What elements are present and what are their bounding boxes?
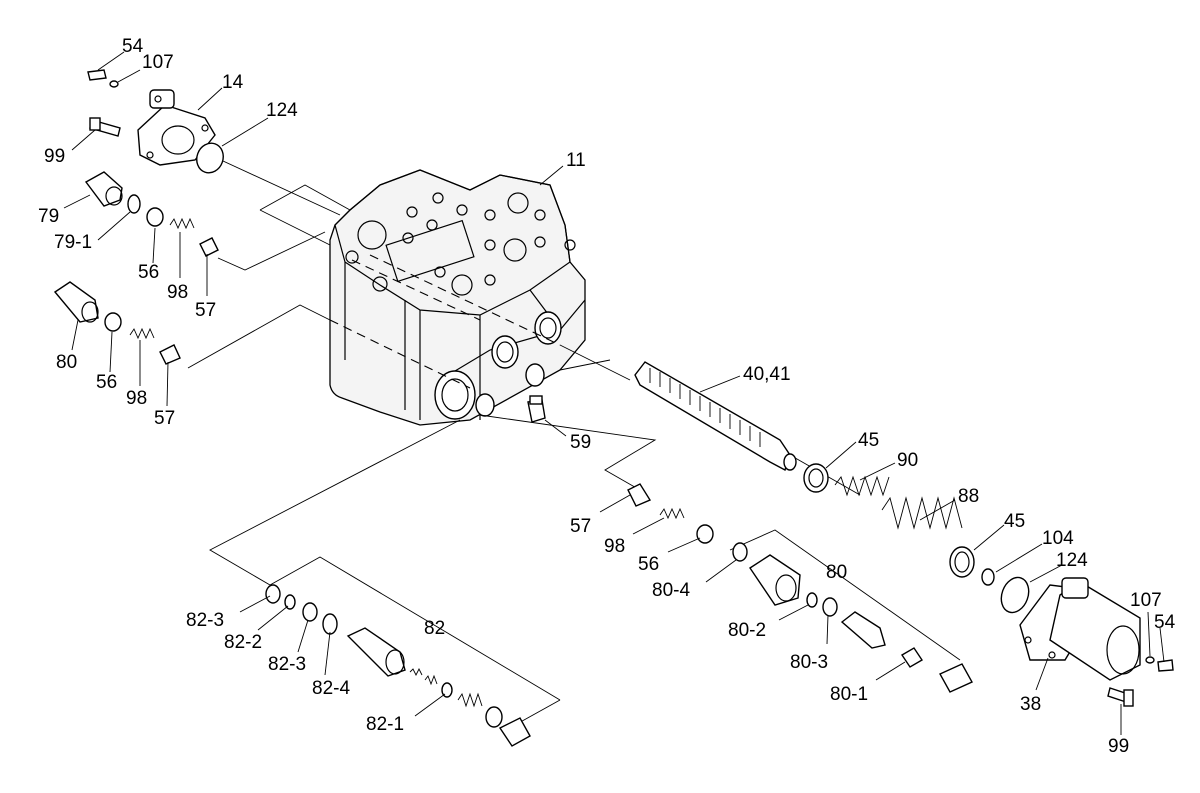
label-82-2: 82-2: [224, 632, 262, 653]
poppet-57-lower: [159, 344, 181, 365]
o-ring-82-1: [441, 682, 453, 698]
label-82: 82: [424, 618, 445, 639]
label-88: 88: [958, 486, 979, 507]
label-56-center: 56: [638, 554, 659, 575]
plug-79: [84, 171, 123, 207]
label-80-2: 80-2: [728, 620, 766, 641]
o-ring-79-1: [127, 194, 141, 214]
o-ring-82-3-b: [302, 602, 318, 622]
spring-98-lower: [129, 327, 155, 340]
o-ring-124-right: [1000, 576, 1030, 614]
spring-90: [834, 475, 890, 497]
spring-98-center: [659, 507, 685, 520]
washer-107-top: [109, 80, 119, 88]
poppet-57-center: [627, 483, 652, 507]
label-82-1: 82-1: [366, 714, 404, 735]
label-57-upper: 57: [195, 300, 216, 321]
washer-107-right: [1145, 656, 1155, 664]
o-ring-80-4: [732, 542, 748, 562]
cap-80: [939, 663, 973, 693]
cover-14: [137, 89, 216, 166]
label-14: 14: [222, 72, 244, 93]
label-80-left: 80: [56, 352, 77, 373]
label-104: 104: [1042, 528, 1074, 549]
label-124-top: 124: [266, 100, 298, 121]
label-98-lower: 98: [126, 388, 147, 409]
valve-body-11: [329, 169, 586, 426]
label-80-3: 80-3: [790, 652, 828, 673]
plug-80-left: [53, 281, 99, 323]
cover-38: [1019, 577, 1141, 681]
bolt-54-right: [1157, 659, 1174, 672]
o-ring-80-2: [806, 592, 818, 608]
label-56-lower: 56: [96, 372, 117, 393]
label-82-3-b: 82-3: [268, 654, 306, 675]
plug-80-1: [901, 647, 923, 668]
spacer-56-upper: [146, 207, 164, 227]
label-124-right: 124: [1056, 550, 1088, 571]
spool-40-41: [634, 361, 797, 472]
label-82-4: 82-4: [312, 678, 350, 699]
spring-82-small: [409, 667, 438, 686]
label-82-3-a: 82-3: [186, 610, 224, 631]
label-45-a: 45: [858, 430, 879, 451]
retainer-45-a: [803, 463, 829, 493]
label-45-b: 45: [1004, 511, 1025, 532]
spring-98-upper: [169, 217, 195, 230]
bolt-99-top: [89, 117, 121, 137]
spacer-56-center: [696, 524, 714, 544]
label-90: 90: [897, 450, 918, 471]
bolt-54-top: [87, 69, 107, 81]
label-57-lower: 57: [154, 408, 175, 429]
label-56-upper: 56: [138, 262, 159, 283]
retainer-45-b: [949, 546, 975, 578]
ring-104: [981, 568, 995, 586]
assembly-guide-lines: [187, 154, 961, 726]
label-54-top: 54: [122, 36, 144, 57]
o-ring-124-top: [196, 142, 224, 174]
spacer-56-lower: [104, 312, 122, 332]
label-98-upper: 98: [167, 282, 188, 303]
o-ring-82-2: [284, 594, 296, 610]
label-80-1: 80-1: [830, 684, 868, 705]
label-107-right: 107: [1130, 590, 1162, 611]
label-99-right: 99: [1108, 736, 1129, 757]
label-79-1: 79-1: [54, 232, 92, 253]
label-54-right: 54: [1154, 612, 1176, 633]
poppet-57-upper: [199, 237, 219, 257]
relief-valve-80: [749, 554, 801, 606]
o-ring-82-4: [322, 613, 338, 635]
plug-59: [527, 395, 546, 423]
label-11: 11: [566, 150, 586, 171]
label-38: 38: [1020, 694, 1041, 715]
bolt-99-right: [1107, 687, 1134, 707]
o-ring-80-3: [822, 597, 838, 617]
label-57-center: 57: [570, 516, 591, 537]
label-80: 80: [826, 562, 847, 583]
o-ring-82-3-a: [265, 584, 281, 604]
label-98-center: 98: [604, 536, 625, 557]
part-labels: 54 107 14 124 99 11 79 79-1 56 98 57 80 …: [38, 36, 1176, 757]
label-80-4: 80-4: [652, 580, 690, 601]
relief-valve-82: [346, 627, 406, 677]
label-79: 79: [38, 206, 59, 227]
poppet-80-inner: [840, 611, 886, 649]
label-107-top: 107: [142, 52, 174, 73]
spring-88: [881, 496, 963, 530]
label-40-41: 40,41: [743, 364, 791, 385]
spring-82-large: [457, 692, 483, 708]
label-99-top: 99: [44, 146, 65, 167]
label-59: 59: [570, 432, 591, 453]
cap-82: [498, 717, 531, 747]
nut-82: [485, 706, 503, 728]
leader-lines: [63, 51, 1165, 735]
